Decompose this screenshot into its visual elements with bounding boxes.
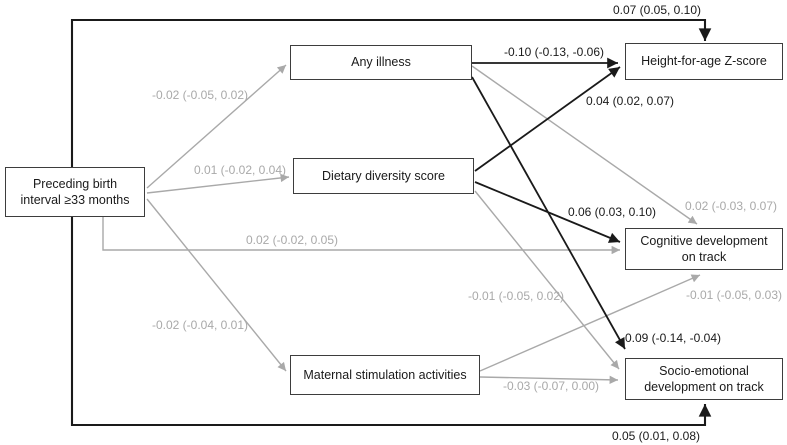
node-height-for-age-z-score: Height-for-age Z-score xyxy=(625,43,783,80)
node-maternal-stimulation-activities: Maternal stimulation activities xyxy=(290,355,480,395)
edge-label-any-illness-haz: -0.10 (-0.13, -0.06) xyxy=(503,45,605,59)
edge-label-exposure-cognitive: 0.02 (-0.02, 0.05) xyxy=(245,233,339,247)
edge-label-exposure-any-illness: -0.02 (-0.05, 0.02) xyxy=(151,88,249,102)
edge-label-exposure-dietary: 0.01 (-0.02, 0.04) xyxy=(193,163,287,177)
node-preceding-birth-interval: Preceding birth interval ≥33 months xyxy=(5,167,145,217)
node-cognitive-development: Cognitive development on track xyxy=(625,228,783,270)
edge-label-dietary-haz: 0.04 (0.02, 0.07) xyxy=(585,94,675,108)
edge-any-illness-to-cognitive xyxy=(471,65,698,225)
edge-exposure-to-any-illness xyxy=(146,64,287,189)
node-any-illness: Any illness xyxy=(290,45,472,80)
edge-exposure-to-maternal xyxy=(146,198,287,372)
edge-label-exposure-socio: 0.05 (0.01, 0.08) xyxy=(611,429,701,443)
edge-label-maternal-cognitive: -0.01 (-0.05, 0.03) xyxy=(685,288,783,302)
edge-exposure-to-dietary xyxy=(146,173,290,194)
edge-maternal-to-cognitive xyxy=(479,274,701,372)
node-socio-emotional-development: Socio-emotional development on track xyxy=(625,358,783,400)
edge-dietary-to-socio xyxy=(474,190,620,370)
edge-label-dietary-cognitive: 0.06 (0.03, 0.10) xyxy=(567,205,657,219)
edge-label-any-illness-cognitive: 0.02 (-0.03, 0.07) xyxy=(684,199,778,213)
edge-dietary-to-haz xyxy=(474,66,621,172)
node-dietary-diversity-score: Dietary diversity score xyxy=(293,158,474,194)
edge-exposure-to-haz xyxy=(70,18,712,167)
edge-label-exposure-maternal: -0.02 (-0.04, 0.01) xyxy=(151,318,249,332)
edge-label-dietary-socio: -0.01 (-0.05, 0.02) xyxy=(467,289,565,303)
edge-maternal-to-socio xyxy=(479,375,619,385)
edge-any-illness-to-socio xyxy=(471,76,626,350)
edge-label-exposure-haz: 0.07 (0.05, 0.10) xyxy=(612,3,702,17)
edge-label-any-illness-socio: -0.09 (-0.14, -0.04) xyxy=(620,331,722,345)
edge-exposure-to-socio xyxy=(70,217,712,427)
edge-label-maternal-socio: -0.03 (-0.07, 0.00) xyxy=(502,379,600,393)
edge-exposure-to-cognitive xyxy=(102,217,620,255)
